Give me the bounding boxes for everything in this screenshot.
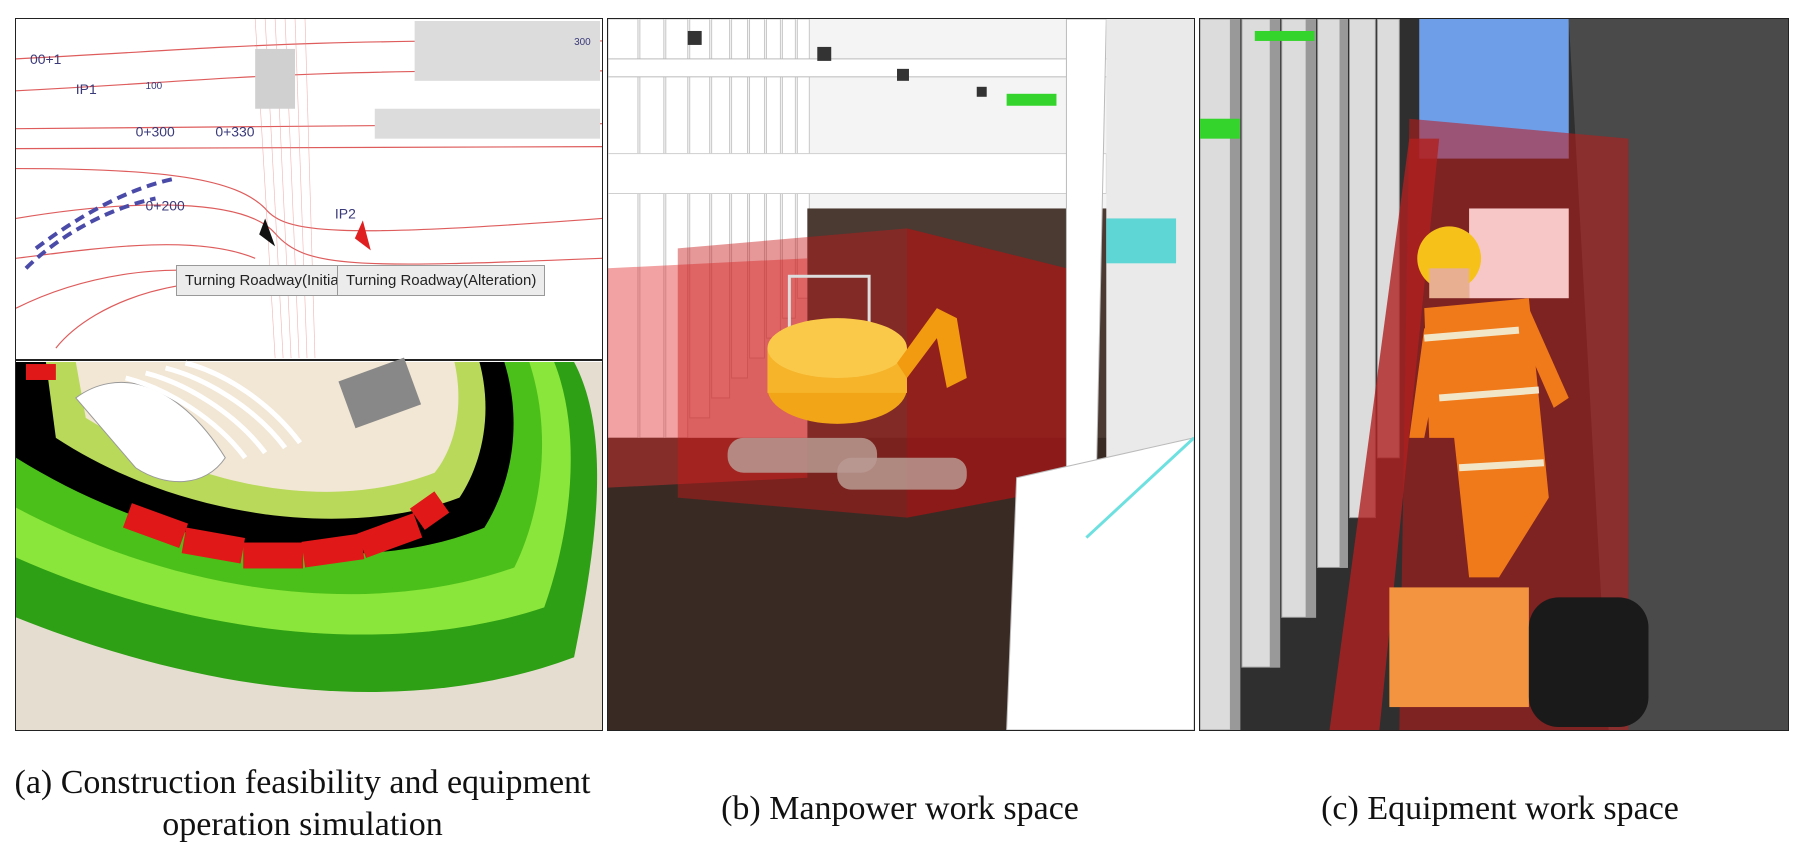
- turning-roadway-initial-label: Turning Roadway(Initial): [176, 265, 357, 296]
- svg-text:0+200: 0+200: [146, 197, 185, 213]
- svg-text:300: 300: [574, 37, 591, 48]
- svg-text:IP1: IP1: [76, 81, 97, 97]
- turning-roadway-alteration-label: Turning Roadway(Alteration): [337, 265, 546, 296]
- panel-c-illustration: [1200, 19, 1788, 730]
- panel-construction-feasibility: 0+300 0+330 0+200 00+1 IP1 IP2 300 100: [15, 18, 603, 731]
- panel-b-illustration: [608, 19, 1194, 730]
- panel-manpower-work-space: [607, 18, 1195, 731]
- caption-panel-a: (a) Construction feasibility and equipme…: [14, 764, 591, 843]
- svg-text:100: 100: [146, 81, 163, 92]
- svg-text:00+1: 00+1: [30, 51, 62, 67]
- caption-panel-c: (c) Equipment work space: [1321, 790, 1679, 827]
- svg-text:0+300: 0+300: [136, 124, 175, 140]
- svg-text:IP2: IP2: [335, 205, 356, 221]
- panel-equipment-work-space: [1199, 18, 1789, 731]
- caption-panel-b: (b) Manpower work space: [721, 790, 1079, 827]
- svg-text:0+330: 0+330: [215, 124, 254, 140]
- panel-a-illustration: 0+300 0+330 0+200 00+1 IP1 IP2 300 100: [16, 19, 602, 730]
